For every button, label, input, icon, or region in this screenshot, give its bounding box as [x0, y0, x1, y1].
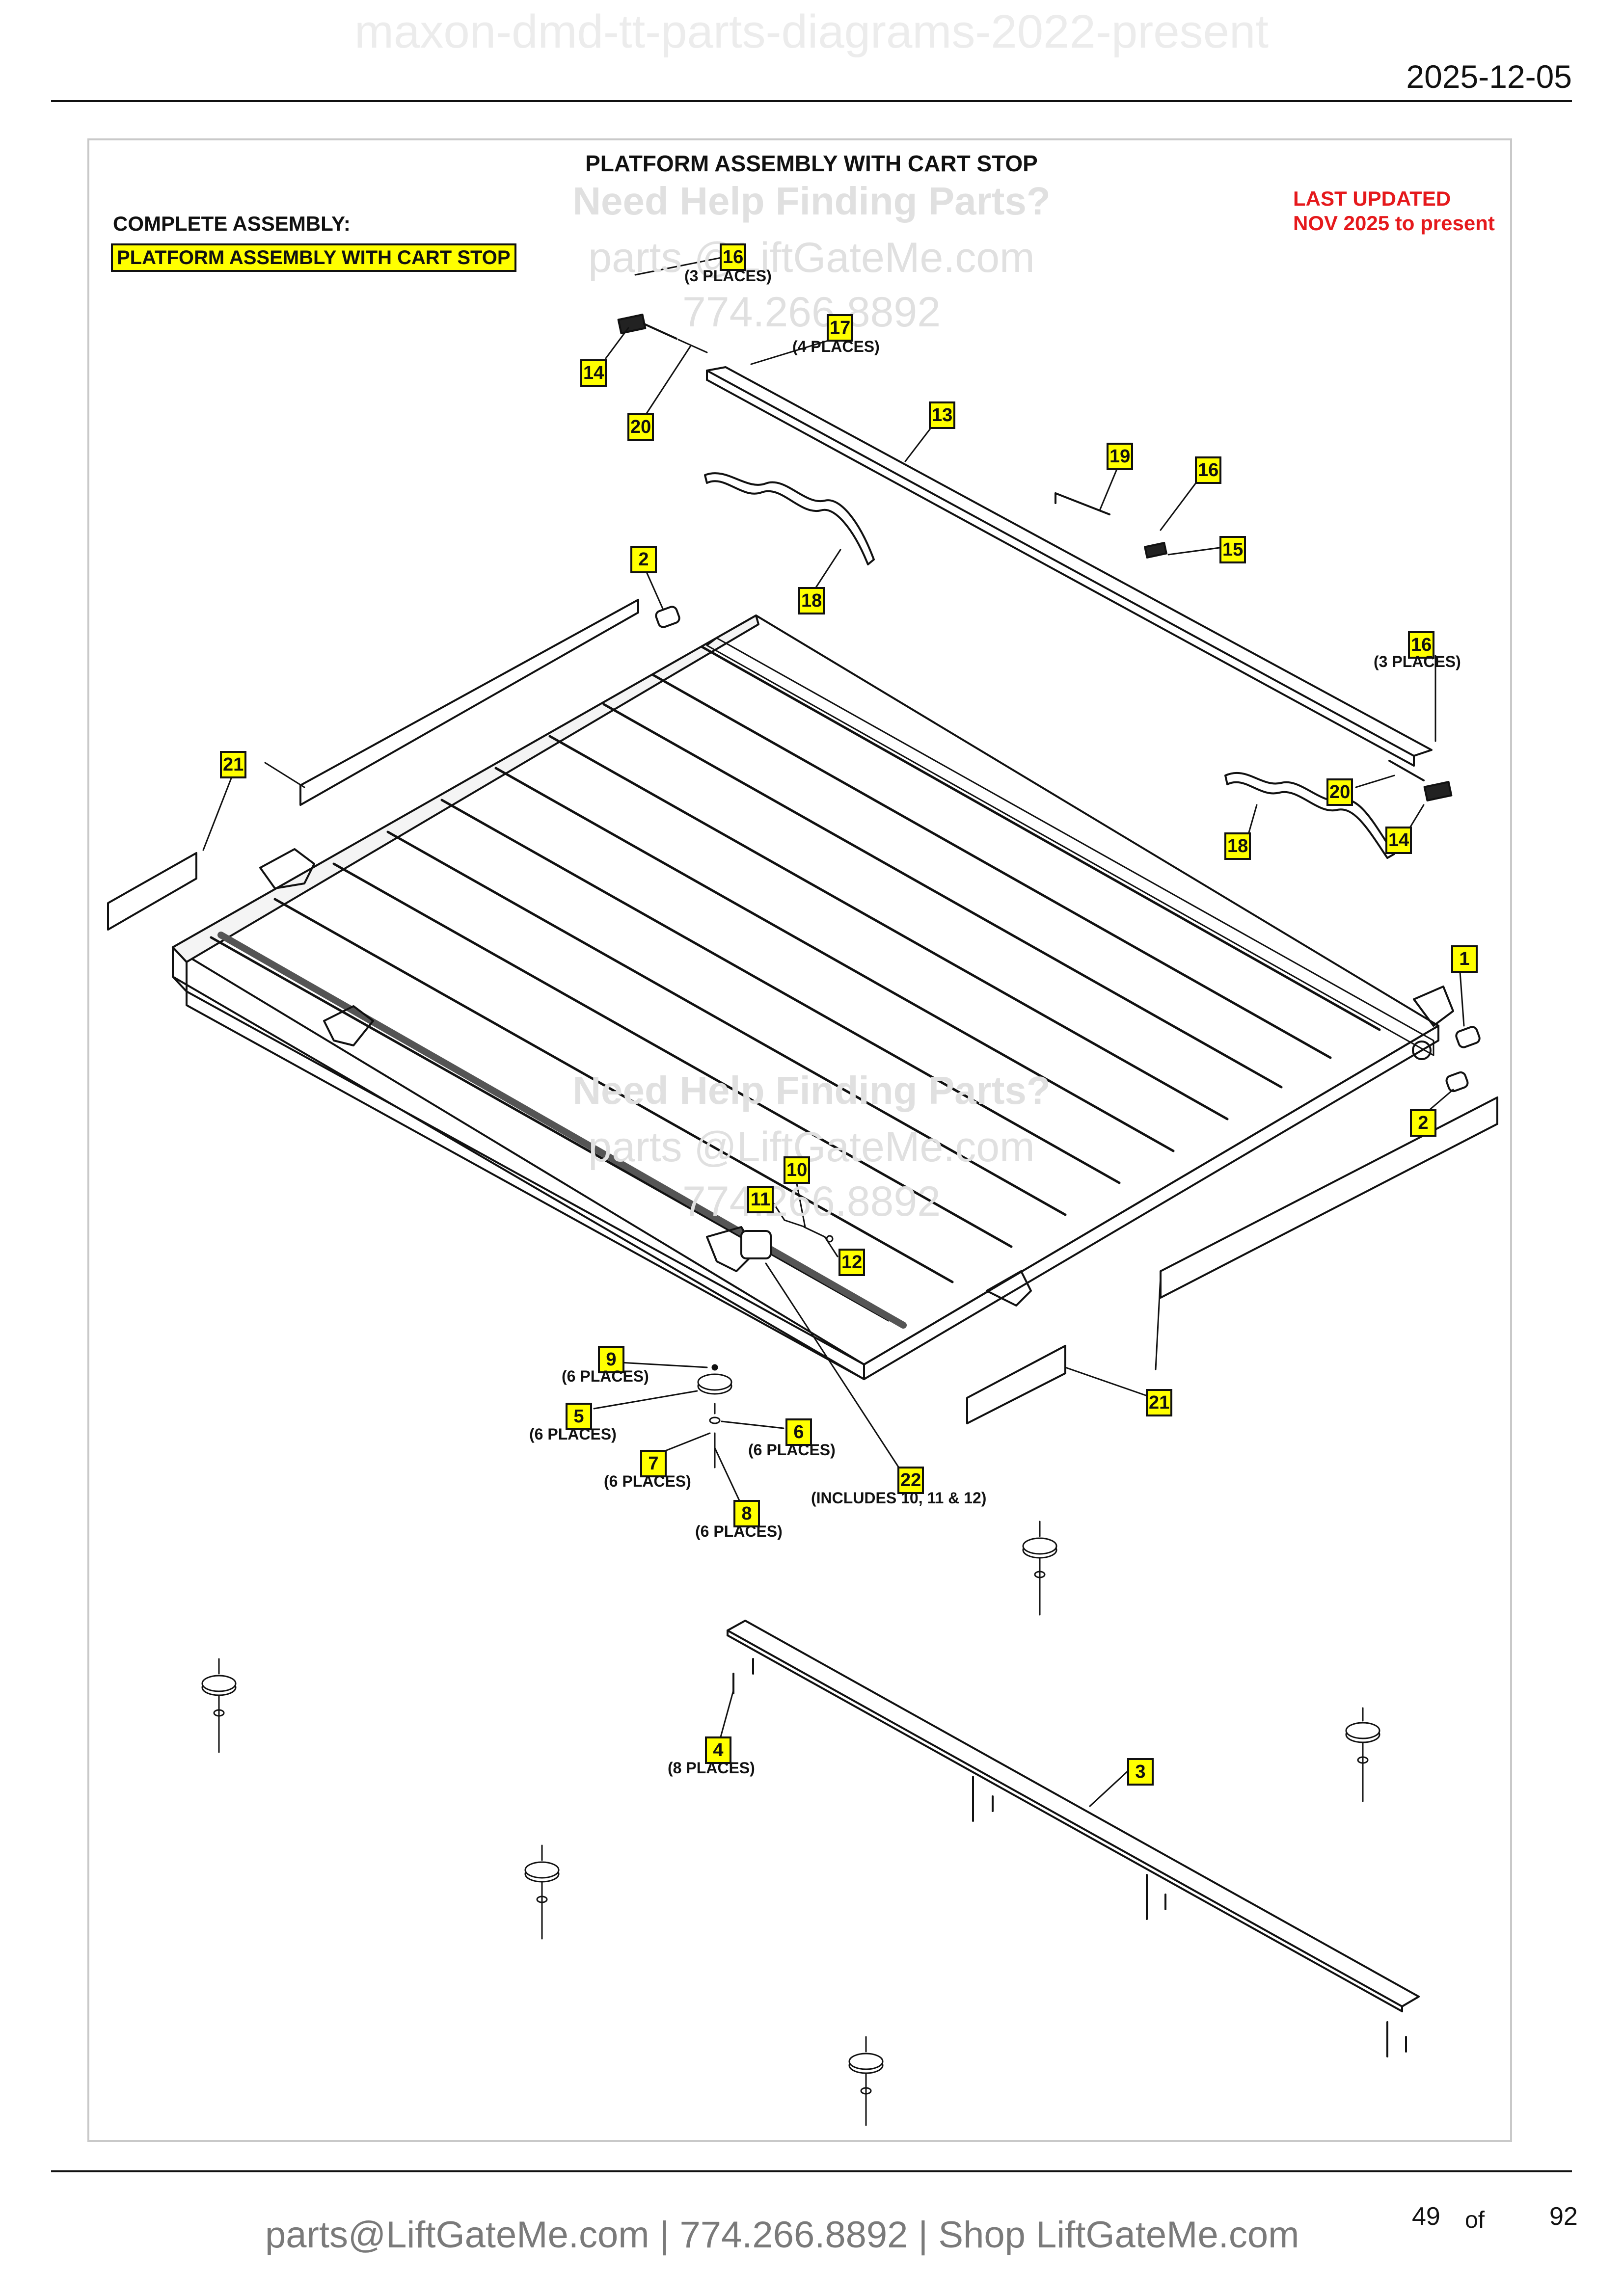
callout-1: 1: [1451, 945, 1478, 973]
hinge-bracket-right: [1388, 760, 1453, 801]
page-of-label: of: [1465, 2207, 1485, 2233]
edge-strip-bottom: [966, 1345, 1066, 1424]
hinge-bracket-top-right: [1055, 492, 1167, 559]
help-watermark-top: Need Help Finding Parts? parts @LiftGate…: [0, 179, 1623, 337]
callout-8: 8: [733, 1500, 760, 1527]
top-channel-part: [706, 366, 1433, 767]
bumper-assembly-1: [1022, 1521, 1057, 1616]
help-watermark-heading: Need Help Finding Parts?: [572, 179, 1051, 223]
callout-10: 10: [784, 1156, 811, 1184]
quantity-note-16: (3 PLACES): [1374, 653, 1461, 670]
callout-12: 12: [839, 1249, 866, 1276]
quantity-note-7: (6 PLACES): [604, 1472, 691, 1490]
callout-21: 21: [220, 751, 247, 778]
quantity-note-22: (INCLUDES 10, 11 & 12): [811, 1489, 987, 1507]
callout-6: 6: [785, 1418, 812, 1446]
callout-20: 20: [1326, 778, 1353, 806]
callout-19: 19: [1107, 443, 1134, 470]
callout-21: 21: [1146, 1389, 1173, 1416]
plate-bolts: [732, 1658, 1407, 2057]
callout-9: 9: [598, 1346, 624, 1373]
bumper-assembly-5: [848, 2036, 884, 2126]
quantity-note-17: (4 PLACES): [792, 338, 880, 355]
callout-18: 18: [798, 587, 825, 614]
callout-11: 11: [747, 1186, 774, 1213]
bumper-assembly-3: [1345, 1707, 1380, 1802]
quantity-note-9: (6 PLACES): [562, 1367, 649, 1385]
callout-16: 16: [1195, 456, 1222, 484]
header-rule: [51, 100, 1572, 102]
callout-16: 16: [720, 243, 747, 271]
help-watermark-email: parts @LiftGateMe.com: [588, 1123, 1035, 1171]
quantity-note-4: (8 PLACES): [668, 1759, 755, 1777]
help-watermark-email: parts @LiftGateMe.com: [588, 234, 1035, 281]
quantity-note-6: (6 PLACES): [748, 1441, 836, 1459]
hinge-pin-parts: [655, 606, 1481, 1093]
bumper-assembly-callout-5: [697, 1364, 732, 1468]
diagram-title: PLATFORM ASSEMBLY WITH CART STOP: [585, 151, 1038, 176]
callout-2: 2: [630, 546, 657, 573]
callout-7: 7: [640, 1450, 667, 1477]
callout-3: 3: [1127, 1758, 1154, 1786]
bumper-assembly-4: [524, 1844, 560, 1940]
help-watermark-heading: Need Help Finding Parts?: [572, 1068, 1051, 1112]
callout-13: 13: [929, 401, 956, 429]
callout-22: 22: [897, 1467, 924, 1494]
callout-14: 14: [580, 359, 607, 387]
platform-frame: [172, 614, 1439, 1380]
platform-slats: [210, 645, 1381, 1329]
quantity-note-16: (3 PLACES): [684, 267, 772, 285]
footer-rule: [51, 2170, 1572, 2172]
long-plate-part: [727, 1620, 1420, 2012]
callout-14: 14: [1385, 827, 1412, 854]
page-total: 92: [1549, 2202, 1578, 2231]
callout-2: 2: [1410, 1109, 1436, 1137]
footer-contact: parts@LiftGateMe.com | 774.266.8892 | Sh…: [265, 2214, 1299, 2256]
edge-strip-lower-left: [107, 852, 197, 931]
hinge-bracket-top-left: [617, 314, 708, 353]
help-watermark-phone: 774.266.8892: [682, 289, 941, 336]
document-watermark-title: maxon-dmd-tt-parts-diagrams-2022-present: [354, 5, 1269, 58]
callout-16: 16: [1408, 631, 1435, 659]
complete-assembly-label: COMPLETE ASSEMBLY:: [113, 212, 351, 235]
callout-5: 5: [566, 1403, 592, 1430]
wavy-strip-left: [704, 472, 875, 565]
callout-20: 20: [627, 413, 654, 441]
quantity-note-8: (6 PLACES): [695, 1522, 783, 1540]
assembly-name-badge: PLATFORM ASSEMBLY WITH CART STOP: [111, 243, 516, 272]
page-number: 49: [1412, 2202, 1440, 2231]
quantity-note-5: (6 PLACES): [529, 1425, 617, 1443]
callout-15: 15: [1219, 536, 1246, 563]
wavy-strip-right: [1224, 772, 1395, 859]
document-date: 2025-12-05: [1406, 58, 1572, 95]
help-watermark-phone: 774.266.8892: [682, 1178, 941, 1225]
bumper-assembly-2: [201, 1658, 237, 1753]
callout-4: 4: [705, 1736, 731, 1764]
help-watermark-middle: Need Help Finding Parts? parts @LiftGate…: [0, 1068, 1623, 1226]
last-updated-note: LAST UPDATED NOV 2025 to present: [1293, 187, 1495, 236]
last-updated-line-1: LAST UPDATED: [1293, 187, 1451, 210]
platform-corner-details: [259, 848, 1454, 1307]
edge-strip-upper-left: [299, 599, 639, 806]
callout-18: 18: [1224, 832, 1251, 860]
diagram-frame: [87, 138, 1512, 2142]
callout-17: 17: [827, 314, 854, 342]
last-updated-line-2: NOV 2025 to present: [1293, 212, 1495, 235]
